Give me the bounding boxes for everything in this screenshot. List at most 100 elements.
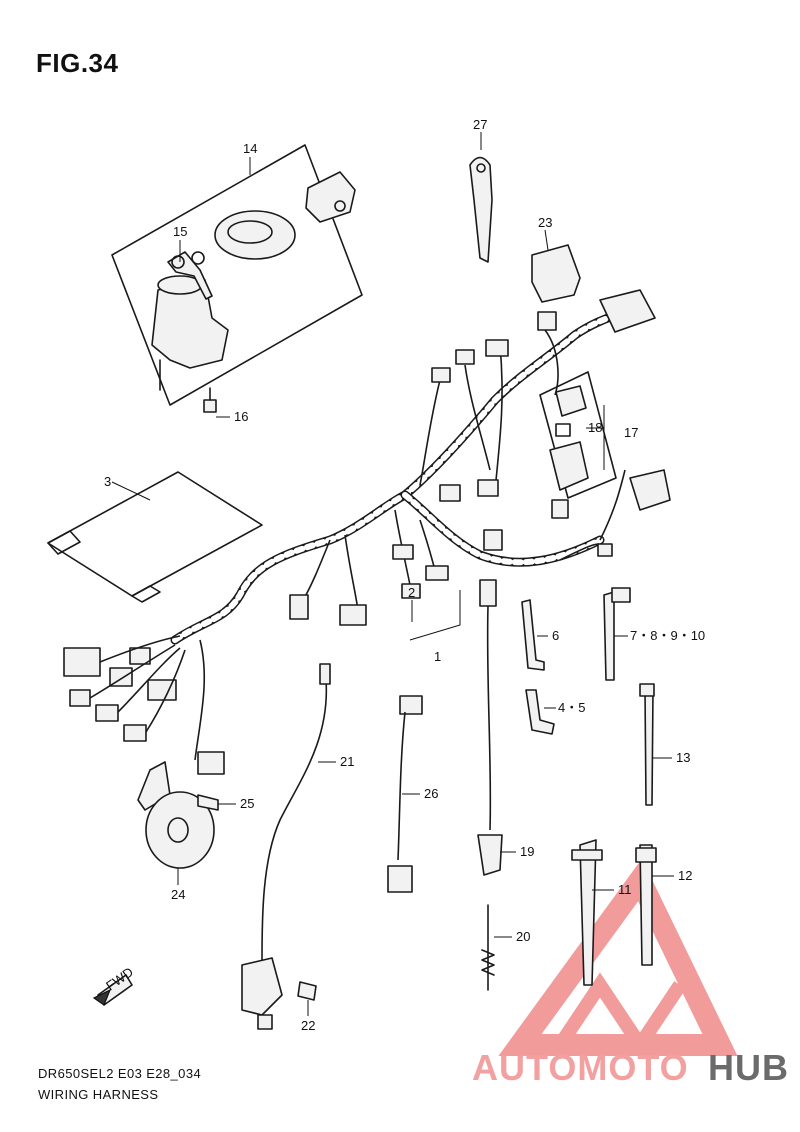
- cable-tie-13: [644, 689, 654, 806]
- callout-15: 15: [173, 224, 187, 239]
- wire-left-3: [117, 647, 181, 713]
- watermark-triangle: [498, 858, 738, 1056]
- label-sheet-shape: [47, 471, 263, 597]
- connector-left-4: [123, 724, 147, 742]
- callout-4-5: 4・5: [558, 700, 585, 715]
- fuel-cap: [214, 210, 296, 260]
- switch-21: [241, 957, 283, 1016]
- fwd-arrow-head: [92, 988, 112, 1006]
- connector-mid-4: [392, 544, 414, 560]
- connector-main-right: [599, 289, 656, 333]
- wire-f: [344, 534, 359, 611]
- clamp-11-head: [571, 849, 603, 861]
- harness-branch-right-wrap: [402, 492, 603, 566]
- callout-14: 14: [243, 141, 257, 156]
- seat-lock: [305, 171, 356, 223]
- callouts: 14 15 16 27 23 18 17 3 2 1 6 7・8・9・10 4・…: [104, 117, 705, 1033]
- connector-right-3: [597, 543, 613, 557]
- clamp-7-10: [603, 591, 615, 681]
- connector-mid-1: [439, 484, 461, 502]
- wire-26: [397, 711, 406, 861]
- callout-1: 1: [434, 649, 441, 664]
- leader-3: [111, 481, 151, 501]
- fuse-clip: [555, 423, 571, 437]
- label-sheet-corner-1: [47, 530, 81, 555]
- horn-assembly: [137, 761, 219, 869]
- seat-lock-keyhole: [334, 200, 346, 212]
- connector-top-2: [455, 349, 475, 365]
- callout-13: 13: [676, 750, 690, 765]
- watermark-m-mark: [554, 972, 686, 1058]
- connector-left-7: [129, 647, 151, 665]
- clamp-11: [579, 839, 597, 986]
- sensor-26: [387, 865, 413, 893]
- section-name: WIRING HARNESS: [38, 1087, 159, 1102]
- horn-24: [145, 791, 215, 869]
- connector-left-2: [69, 689, 91, 707]
- fuel-cap-inner: [227, 220, 273, 244]
- callout-12: 12: [678, 868, 692, 883]
- bolt-25: [197, 794, 219, 811]
- connector-mid-2: [477, 479, 499, 497]
- connector-left-3: [95, 704, 119, 722]
- clamp-4-5: [525, 689, 555, 735]
- connector-mid-7: [339, 604, 367, 626]
- watermark-logo: [498, 858, 738, 1058]
- wire-c: [494, 344, 503, 491]
- switch-19: [477, 834, 503, 876]
- connector-19: [479, 579, 497, 607]
- ignition-set-box: [111, 144, 363, 406]
- connector-left-1: [63, 647, 101, 677]
- switch-21-stud: [257, 1014, 273, 1030]
- connector-top-3: [485, 339, 509, 357]
- callout-6: 6: [552, 628, 559, 643]
- callout-19: 19: [520, 844, 534, 859]
- leader-1: [409, 590, 461, 641]
- wire-j: [599, 469, 626, 541]
- connector-right-2: [629, 469, 671, 511]
- callout-24: 24: [171, 887, 185, 902]
- wire-d: [544, 329, 559, 396]
- figure-title: FIG.34: [36, 48, 119, 78]
- wire-left-2: [89, 644, 176, 699]
- key-blank-hole: [476, 163, 486, 173]
- ignition-key: [167, 251, 213, 300]
- wire-h: [419, 519, 436, 571]
- callout-7-8-9-10: 7・8・9・10: [630, 628, 705, 643]
- connector-21: [319, 663, 331, 685]
- clamp-12-head: [635, 847, 657, 863]
- wire-a: [419, 379, 441, 486]
- connector-mid-3: [483, 529, 503, 551]
- watermark-text: AUTOMOTO HUB: [472, 1047, 789, 1088]
- connector-top-1: [431, 367, 451, 383]
- horn-center: [167, 817, 189, 843]
- connector-mid-5: [425, 565, 449, 581]
- ignition-switch-set: [111, 144, 363, 413]
- callout-11: 11: [618, 882, 632, 897]
- connector-26: [399, 695, 423, 715]
- leader-lines: [111, 132, 674, 1016]
- callout-27: 27: [473, 117, 487, 132]
- leader-17-18: [586, 405, 605, 470]
- fuse-box: [549, 441, 589, 491]
- clamp-6: [521, 599, 545, 671]
- relay-23: [531, 244, 581, 303]
- screw-16: [203, 399, 217, 413]
- wire-left-4: [145, 649, 186, 733]
- wire-19: [486, 605, 492, 831]
- label-sheet: [47, 471, 263, 603]
- callout-17: 17: [624, 425, 638, 440]
- watermark-hub: HUB: [708, 1047, 789, 1088]
- key-blank: [469, 156, 493, 263]
- wire-horn: [194, 639, 206, 761]
- spring-20-coil: [481, 949, 495, 976]
- callout-16: 16: [234, 409, 248, 424]
- screw-22: [297, 981, 317, 1001]
- callout-3: 3: [104, 474, 111, 489]
- fuse-box-set: [539, 371, 617, 499]
- callout-25: 25: [240, 796, 254, 811]
- wire-21: [261, 679, 328, 961]
- connector-top-4: [537, 311, 557, 331]
